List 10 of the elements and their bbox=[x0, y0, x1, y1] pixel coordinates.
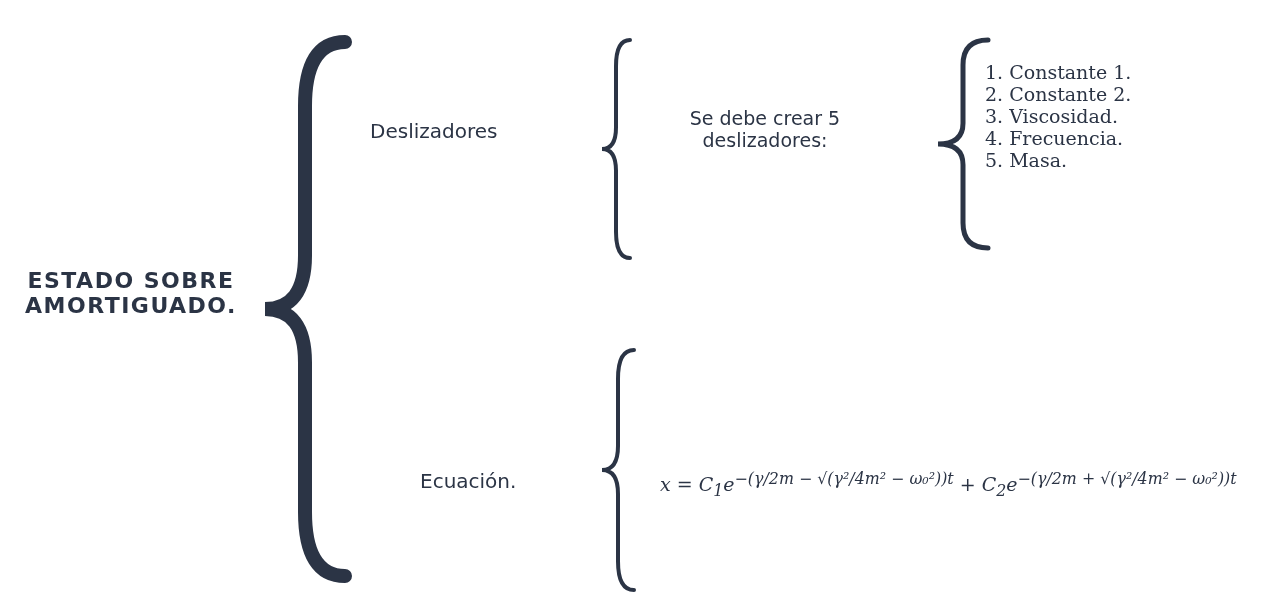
label-text: 3. Viscosidad. bbox=[985, 106, 1119, 128]
label-text: 2. Constante 2. bbox=[985, 84, 1133, 106]
label-text: Deslizadores bbox=[370, 120, 499, 143]
title-text: ESTADO SOBRE AMORTIGUADO. bbox=[24, 268, 238, 319]
label-text: 5. Masa. bbox=[985, 150, 1069, 172]
label-text: Ecuación. bbox=[420, 470, 518, 493]
label-text: 1. Constante 1. bbox=[985, 62, 1133, 84]
label-text: Se debe crear 5 deslizadores: bbox=[688, 108, 842, 152]
label-text: 4. Frecuencia. bbox=[985, 128, 1125, 150]
equation: x = C$_{1}$e$^{−(γ/2m − √(γ²/4m² − ω₀²))t}$ + C$_{2}$e$^{−(γ/2m + √(γ²/4m² − ω₀²))t}$ bbox=[660, 470, 1238, 501]
